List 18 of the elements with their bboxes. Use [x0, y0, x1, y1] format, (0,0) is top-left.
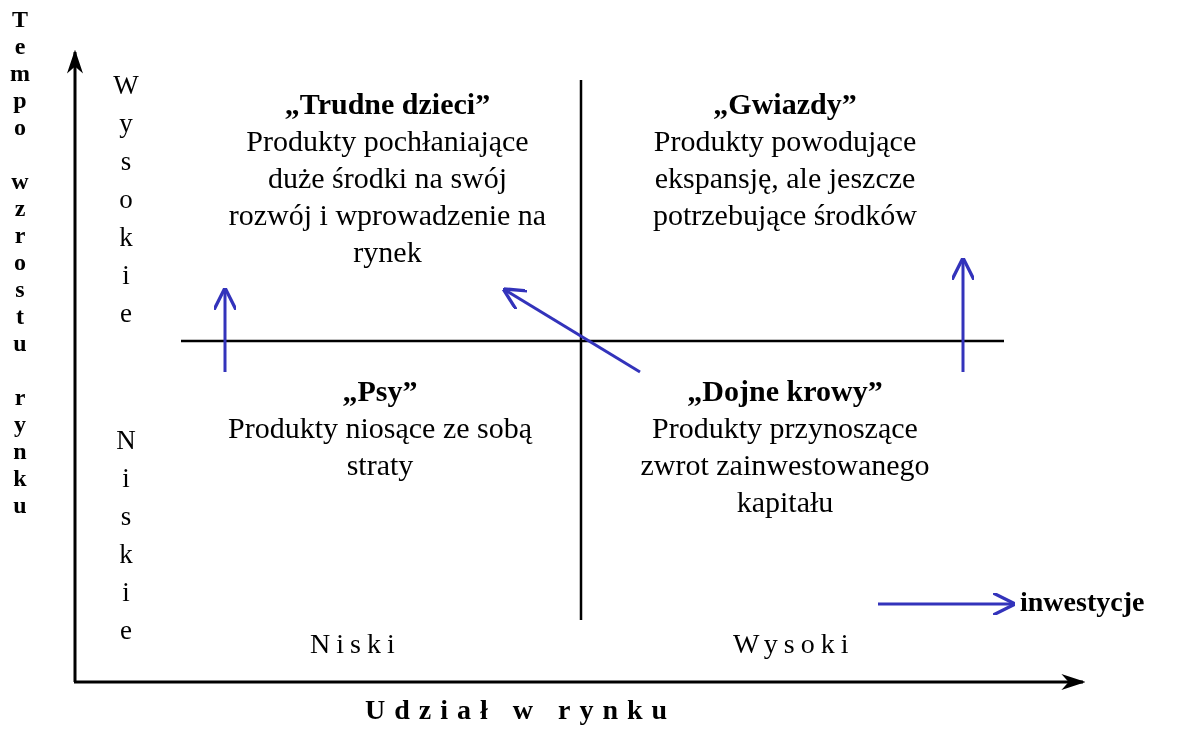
- legend-label: inwestycje: [1020, 586, 1145, 618]
- arrow: [501, 287, 641, 374]
- axis-title: Udział w rynku: [365, 694, 677, 726]
- quadrant-heading: „Trudne dzieci”: [283, 86, 492, 122]
- axis-value-label: Wysoki: [733, 628, 855, 660]
- quadrant-description: Produkty pochłaniające duże środki na swój rozwój i wprowadzenie na rynek: [227, 123, 548, 270]
- axis-value-label: Niski: [310, 628, 401, 660]
- arrow: [212, 286, 238, 372]
- axis-title: Tempo wzrostu rynku: [8, 6, 32, 519]
- quadrant-description: Produkty przynoszące zwrot zainwestowanego kapitału: [639, 410, 931, 520]
- quadrant-heading: „Psy”: [341, 373, 419, 409]
- quadrant-heading: „Gwiazdy”: [712, 86, 858, 122]
- quadrant-heading: „Dojne krowy”: [686, 373, 884, 409]
- axis-value-label: Niskie: [110, 425, 141, 653]
- quadrant-description: Produkty niosące ze sobą straty: [226, 410, 534, 483]
- arrow: [950, 256, 976, 372]
- quadrant-description: Produkty powodujące ekspansję, ale jeszcze potrzebujące środków: [651, 123, 919, 233]
- axis-value-label: Wysokie: [110, 70, 141, 336]
